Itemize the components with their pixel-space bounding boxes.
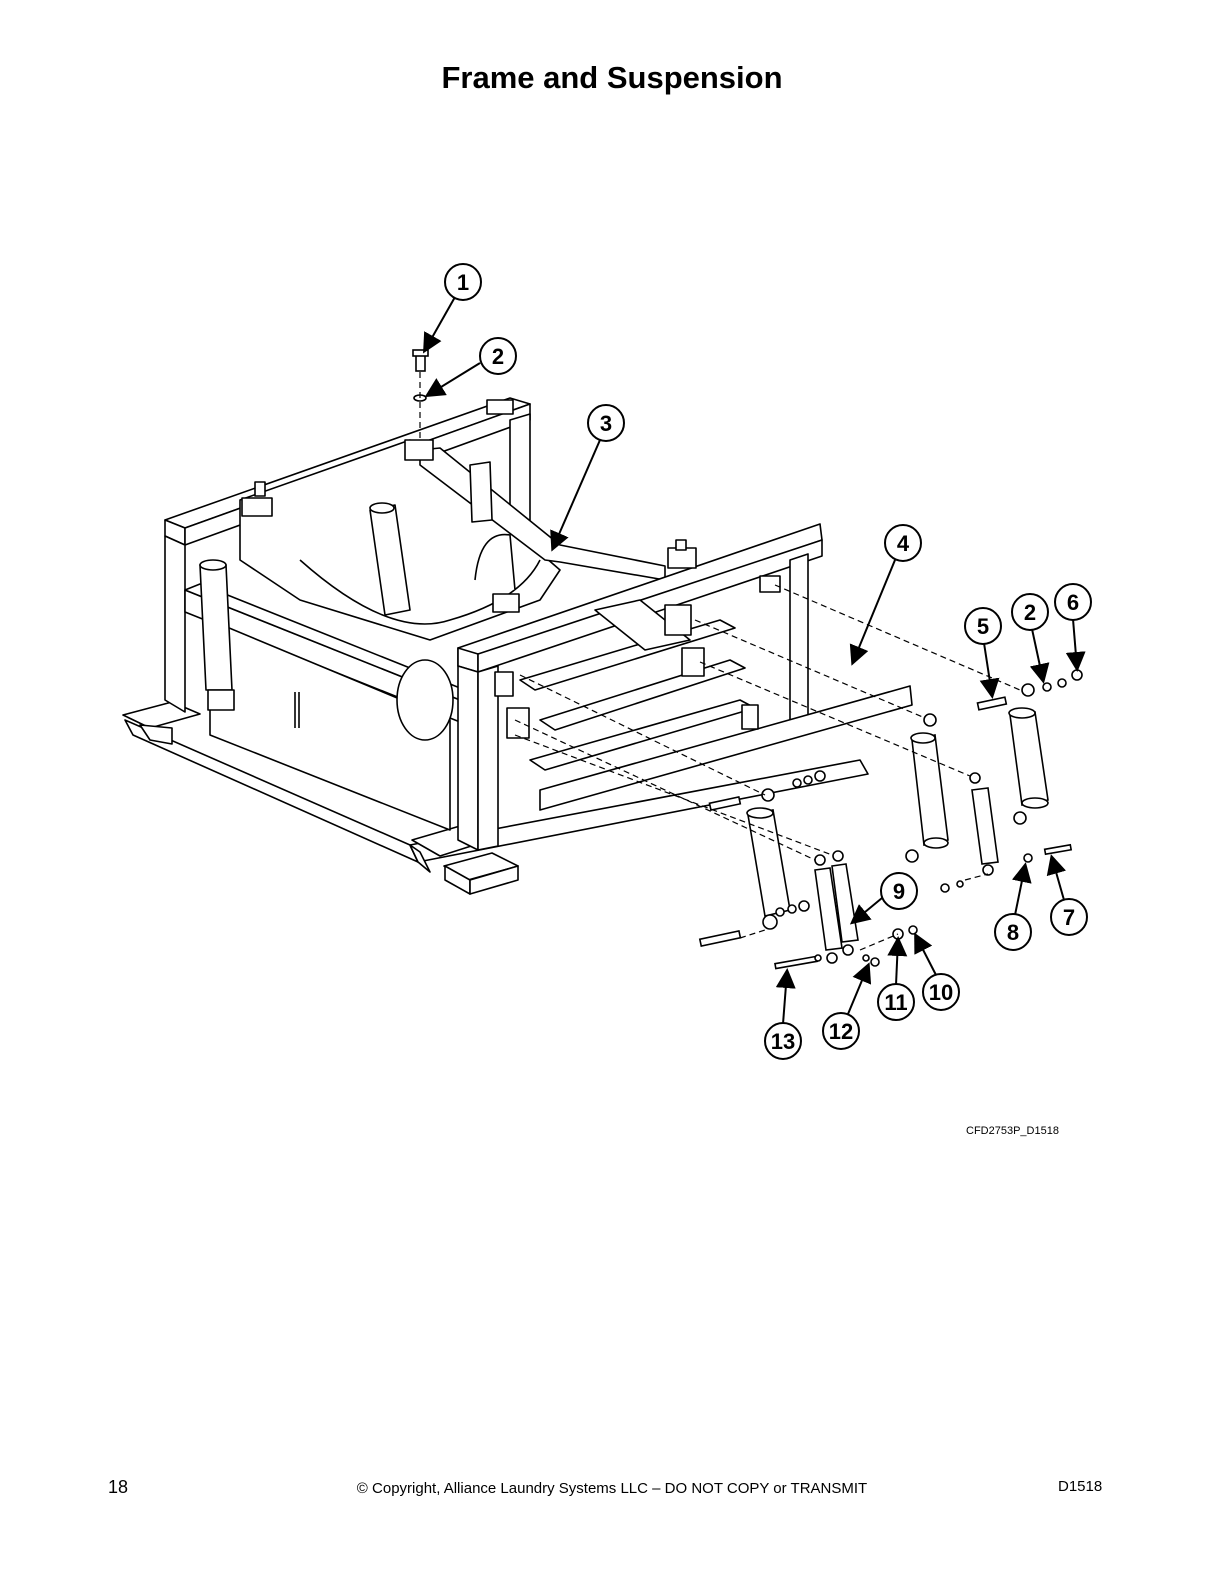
callout-10: 10: [914, 932, 960, 1011]
svg-text:13: 13: [771, 1029, 795, 1054]
callout-13: 13: [764, 968, 802, 1060]
svg-text:1: 1: [457, 270, 469, 295]
svg-text:2: 2: [1024, 600, 1036, 625]
svg-text:6: 6: [1067, 590, 1079, 615]
svg-text:11: 11: [884, 990, 907, 1015]
callout-8: 8: [994, 862, 1032, 951]
drawing-code: CFD2753P_D1518: [966, 1125, 1059, 1137]
svg-text:3: 3: [600, 411, 612, 436]
callout-12: 12: [822, 962, 872, 1050]
callouts: 1 2 3 4 5 2 6: [423, 263, 1092, 1060]
callout-9: 9: [849, 872, 918, 925]
svg-text:5: 5: [977, 614, 989, 639]
svg-text:8: 8: [1007, 920, 1019, 945]
svg-text:7: 7: [1063, 905, 1075, 930]
svg-text:4: 4: [897, 531, 910, 556]
svg-text:10: 10: [929, 980, 953, 1005]
callout-2-top: 2: [424, 337, 517, 398]
footer-page-number: 18: [108, 1477, 129, 1497]
page-title: Frame and Suspension: [441, 60, 783, 95]
callout-4: 4: [849, 524, 922, 666]
svg-text:2: 2: [492, 344, 504, 369]
frame-assembly: [122, 397, 913, 895]
callout-1: 1: [423, 263, 482, 354]
footer-document-id: D1518: [1058, 1478, 1103, 1495]
callout-5: 5: [964, 607, 1002, 699]
callout-11: 11: [877, 936, 915, 1021]
svg-text:12: 12: [829, 1019, 853, 1044]
callout-2-right: 2: [1011, 593, 1050, 684]
callout-6: 6: [1054, 583, 1092, 672]
callout-3: 3: [550, 404, 625, 552]
shock-absorbers: [412, 349, 1083, 970]
callout-7: 7: [1046, 854, 1088, 936]
footer-copyright: © Copyright, Alliance Laundry Systems LL…: [356, 1480, 868, 1497]
svg-text:9: 9: [893, 879, 905, 904]
